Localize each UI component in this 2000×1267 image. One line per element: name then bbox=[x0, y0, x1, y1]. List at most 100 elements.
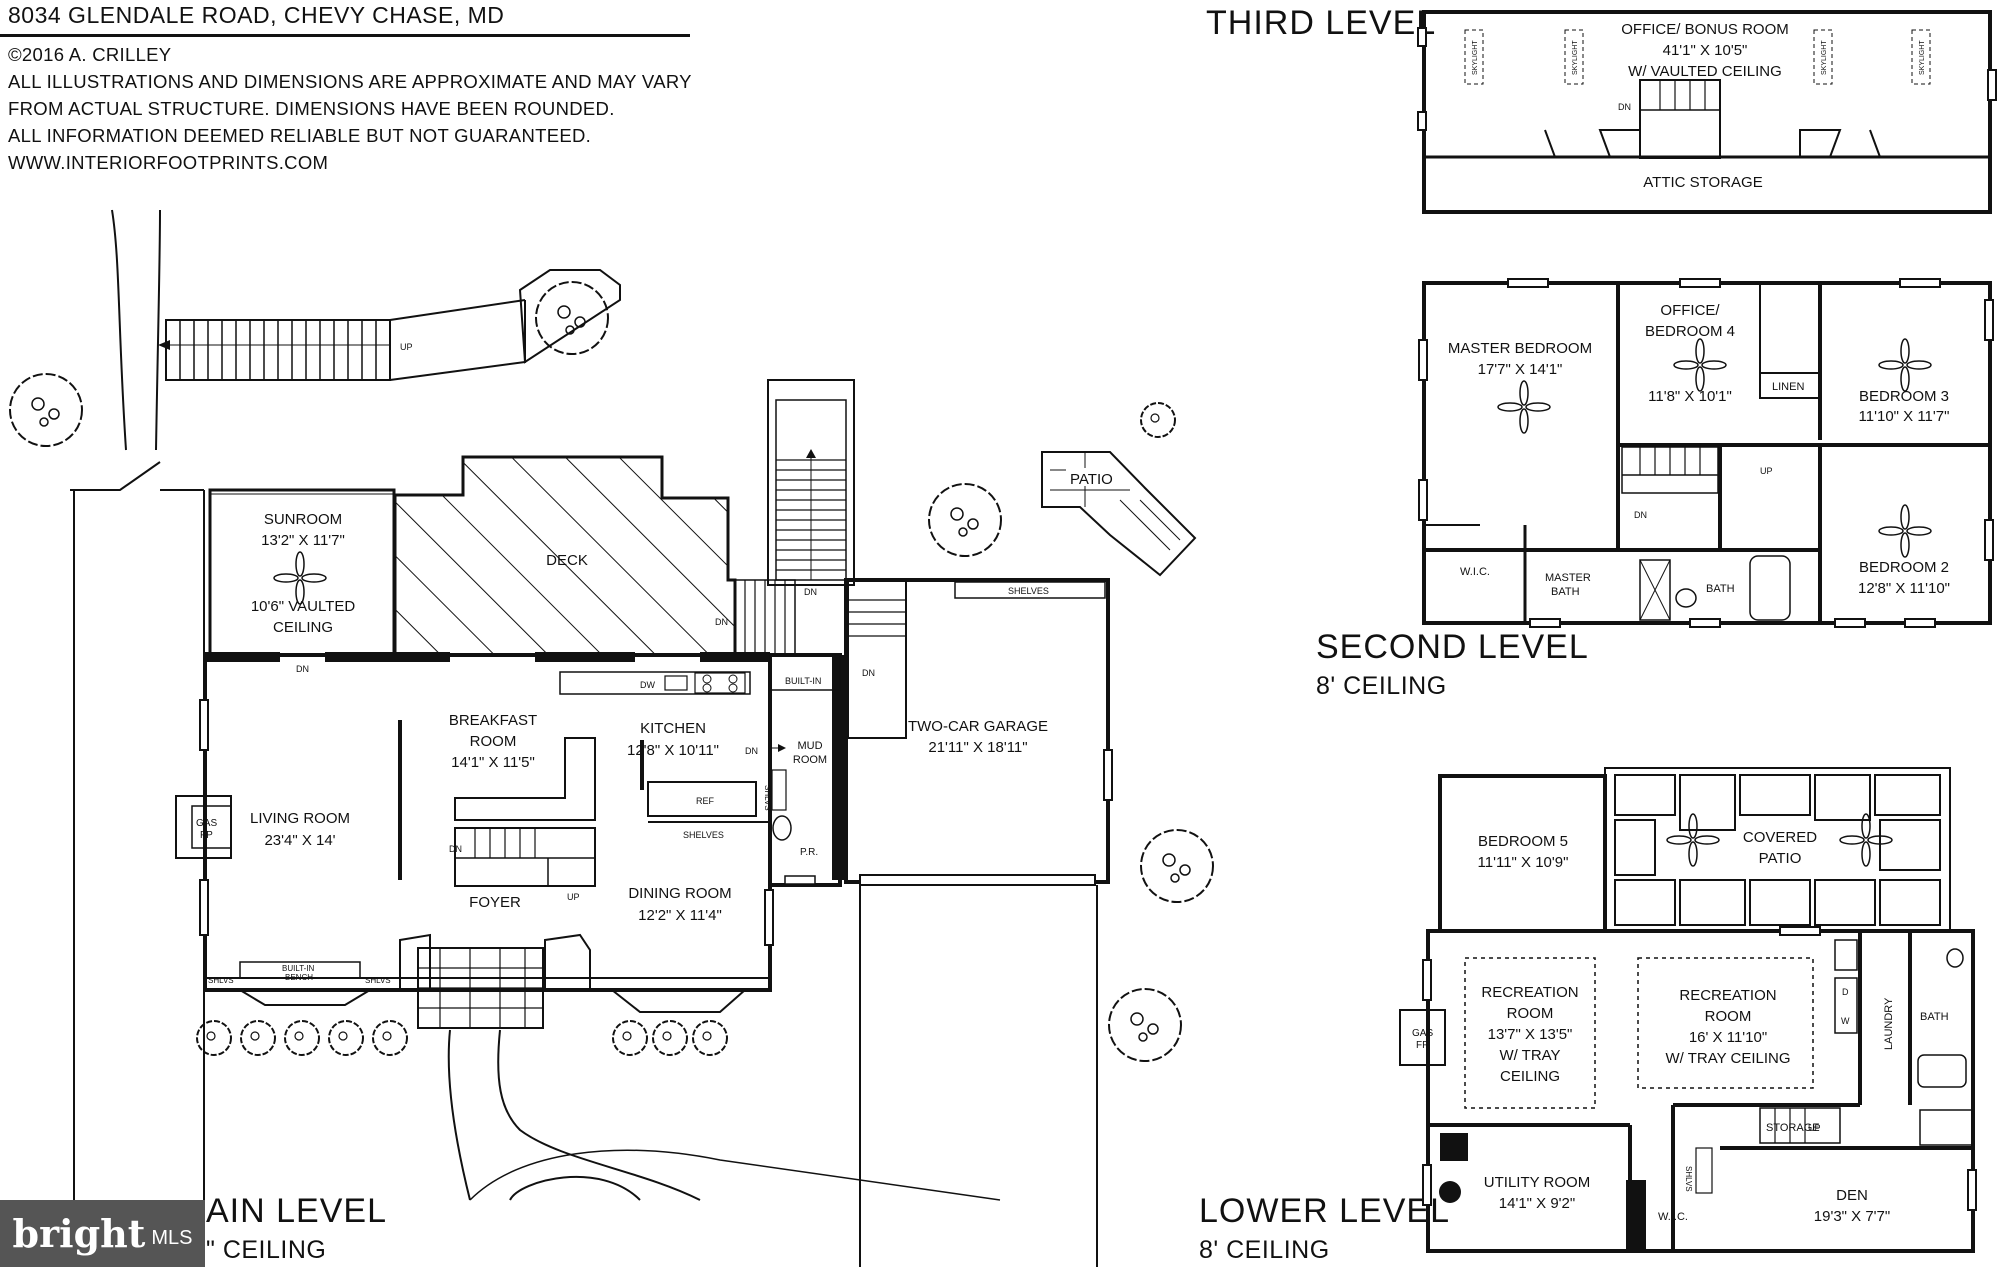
room-note: W/ TRAY CEILING bbox=[1665, 1050, 1790, 1067]
room-dims: 12'8" X 10'11" bbox=[627, 742, 719, 759]
up-label: UP bbox=[400, 342, 413, 352]
laundry-label: LAUNDRY bbox=[1883, 997, 1895, 1050]
room-name: ATTIC STORAGE bbox=[1643, 174, 1762, 191]
dn-label: DN bbox=[804, 587, 817, 597]
room-name: RECREATION bbox=[1679, 987, 1776, 1004]
up-label: UP bbox=[567, 892, 580, 902]
room-dims: 11'8" X 10'1" bbox=[1648, 388, 1732, 405]
room-note: CEILING bbox=[273, 619, 333, 636]
room-name: MUD bbox=[797, 740, 822, 752]
disclaimer-line: FROM ACTUAL STRUCTURE. DIMENSIONS HAVE B… bbox=[8, 98, 615, 119]
gas-fp-label: FP bbox=[1416, 1040, 1429, 1051]
bath-label: BATH bbox=[1920, 1011, 1949, 1023]
shelves-label: SHELVES bbox=[1008, 586, 1049, 596]
website-link[interactable]: WWW.INTERIORFOOTPRINTS.COM bbox=[8, 152, 329, 173]
dn-label: DN bbox=[296, 664, 309, 674]
title-divider bbox=[0, 34, 690, 37]
ref-label: REF bbox=[696, 796, 715, 806]
shlvs-label: SHLVS bbox=[763, 785, 772, 811]
master-bath-label: MASTER bbox=[1545, 572, 1591, 584]
storage-label: STORAGE bbox=[1766, 1122, 1820, 1134]
wic-label: W.I.C. bbox=[1460, 566, 1490, 578]
address-title: 8034 GLENDALE ROAD, CHEVY CHASE, MD bbox=[8, 2, 505, 28]
room-note: W/ VAULTED CEILING bbox=[1628, 63, 1782, 80]
dn-label: DN bbox=[1618, 102, 1631, 112]
room-name: PATIO bbox=[1759, 850, 1802, 867]
second-level-ceiling: 8' CEILING bbox=[1316, 672, 1447, 700]
room-name: LIVING ROOM bbox=[250, 810, 350, 827]
dn-label: DN bbox=[1634, 510, 1647, 520]
dw-label: DW bbox=[640, 680, 655, 690]
room-note: CEILING bbox=[1500, 1068, 1560, 1085]
room-name: DEN bbox=[1836, 1187, 1868, 1204]
mls-watermark: bright MLS bbox=[0, 1200, 205, 1267]
shelves-label: SHELVES bbox=[683, 830, 724, 840]
copyright-note: ©2016 A. CRILLEY bbox=[8, 44, 172, 65]
builtin-label: BUILT-IN bbox=[785, 676, 821, 686]
room-dims: 11'10" X 11'7" bbox=[1859, 408, 1950, 425]
second-level-title: SECOND LEVEL bbox=[1316, 628, 1589, 666]
brand-suffix: MLS bbox=[151, 1227, 193, 1249]
room-name: BEDROOM 5 bbox=[1478, 833, 1568, 850]
room-dims: 21'11" X 18'11" bbox=[928, 739, 1027, 756]
room-dims: 12'8" X 11'10" bbox=[1858, 580, 1950, 597]
pr-label: P.R. bbox=[800, 847, 818, 858]
room-name: BREAKFAST bbox=[449, 712, 537, 729]
wic-label: W.I.C. bbox=[1658, 1211, 1688, 1223]
room-name: FOYER bbox=[469, 894, 521, 911]
room-dims: 14'1" X 11'5" bbox=[451, 754, 535, 771]
up-label: UP bbox=[1760, 466, 1773, 476]
room-name: BEDROOM 2 bbox=[1859, 559, 1949, 576]
dn-label: DN bbox=[449, 844, 462, 854]
dn-label: DN bbox=[715, 617, 728, 627]
room-dims: 14'1" X 9'2" bbox=[1499, 1195, 1575, 1212]
room-name: OFFICE/ BONUS ROOM bbox=[1621, 21, 1789, 38]
brand-logo: bright bbox=[12, 1211, 146, 1256]
room-name: ROOM bbox=[1507, 1005, 1554, 1022]
main-level-ceiling: " CEILING bbox=[206, 1236, 327, 1264]
room-name: UTILITY ROOM bbox=[1484, 1174, 1590, 1191]
room-dims: 23'4" X 14' bbox=[264, 832, 335, 849]
bath-label: BATH bbox=[1706, 583, 1735, 595]
room-name: ROOM bbox=[1705, 1008, 1752, 1025]
washer-dryer-label: W bbox=[1841, 1016, 1850, 1026]
room-name: OFFICE/ bbox=[1660, 302, 1720, 319]
room-name: RECREATION bbox=[1481, 984, 1578, 1001]
builtin-bench-label: BUILT-IN bbox=[282, 964, 315, 973]
master-bath-label: BATH bbox=[1551, 586, 1580, 598]
dn-label: DN bbox=[862, 668, 875, 678]
room-dims: 13'7" X 13'5" bbox=[1488, 1026, 1573, 1043]
room-name: KITCHEN bbox=[640, 720, 706, 737]
skylight-label: SKYLIGHT bbox=[1919, 40, 1926, 75]
disclaimer-line: ALL ILLUSTRATIONS AND DIMENSIONS ARE APP… bbox=[8, 71, 692, 92]
room-name: BEDROOM 3 bbox=[1859, 388, 1949, 405]
third-level-title: THIRD LEVEL bbox=[1206, 4, 1437, 42]
main-level-title: AIN LEVEL bbox=[206, 1192, 387, 1230]
skylight-label: SKYLIGHT bbox=[1821, 40, 1828, 75]
shlvs-label: SHLVS bbox=[1684, 1166, 1693, 1192]
room-name: ROOM bbox=[470, 733, 517, 750]
room-name: ROOM bbox=[793, 754, 827, 766]
washer-dryer-label: D bbox=[1842, 987, 1849, 997]
lower-level-title: LOWER LEVEL bbox=[1199, 1192, 1450, 1230]
room-name: COVERED bbox=[1743, 829, 1817, 846]
room-name: DECK bbox=[546, 552, 588, 569]
room-dims: 19'3" X 7'7" bbox=[1814, 1208, 1890, 1225]
gas-fp-label: FP bbox=[200, 830, 213, 841]
room-dims: 41'1" X 10'5" bbox=[1663, 42, 1748, 59]
room-name: BEDROOM 4 bbox=[1645, 323, 1735, 340]
room-name: SUNROOM bbox=[264, 511, 342, 528]
gas-fp-label: GAS bbox=[196, 818, 217, 829]
room-note: W/ TRAY bbox=[1499, 1047, 1560, 1064]
shlvs-label: SHLVS bbox=[208, 976, 234, 985]
room-dims: 11'11" X 10'9" bbox=[1478, 854, 1569, 871]
linen-label: LINEN bbox=[1772, 381, 1804, 393]
room-note: 10'6" VAULTED bbox=[251, 598, 356, 615]
gas-fp-label: GAS bbox=[1412, 1028, 1433, 1039]
builtin-bench-label: BENCH bbox=[285, 973, 313, 982]
room-dims: 13'2" X 11'7" bbox=[261, 532, 345, 549]
skylight-label: SKYLIGHT bbox=[1472, 40, 1479, 75]
room-name: TWO-CAR GARAGE bbox=[908, 718, 1048, 735]
patio-label: PATIO bbox=[1070, 471, 1113, 488]
